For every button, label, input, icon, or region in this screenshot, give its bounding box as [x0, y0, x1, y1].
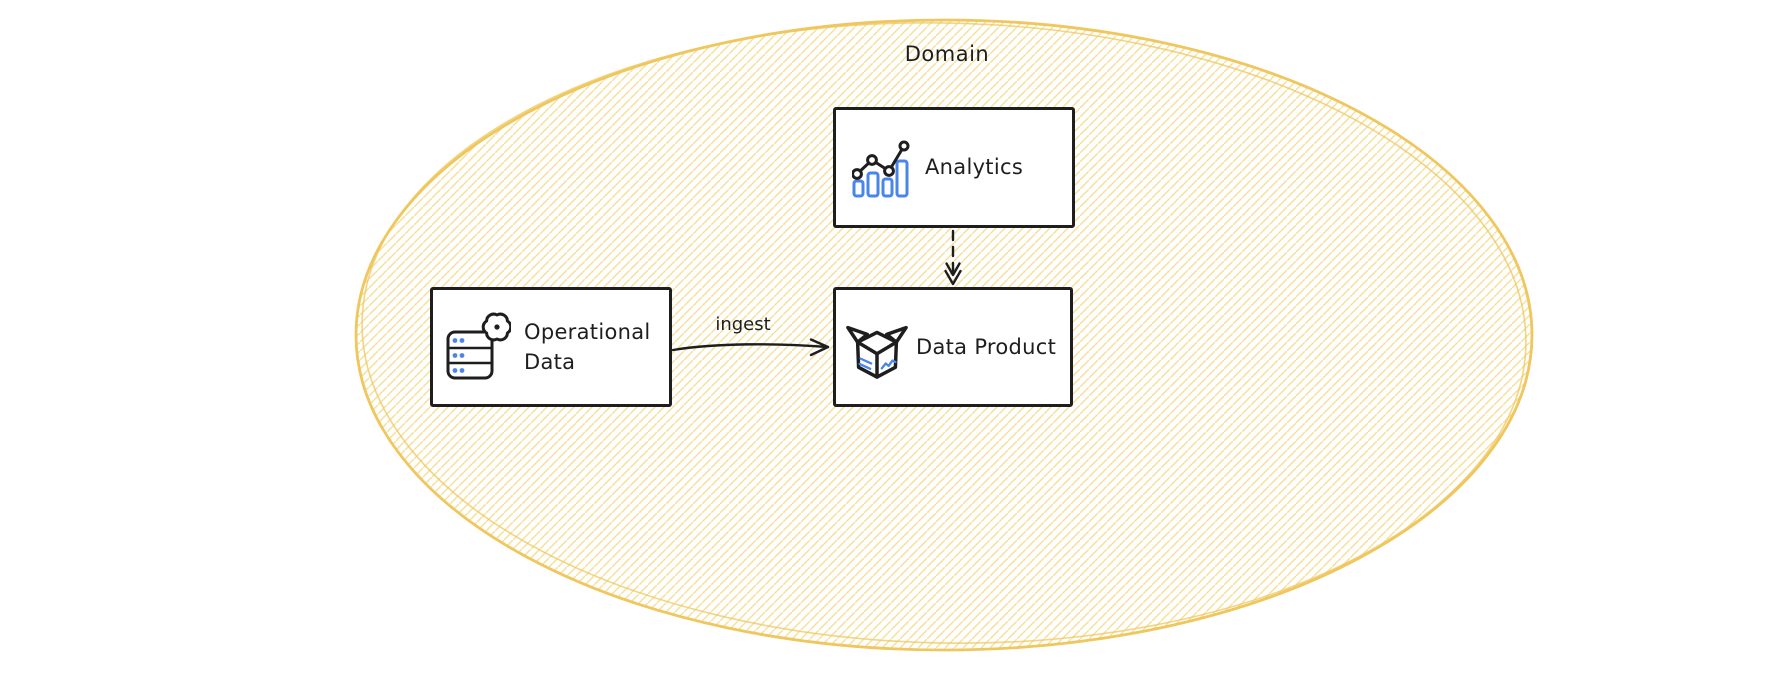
ingest-arrow[interactable]: [671, 338, 830, 357]
ingest-edge-label: ingest: [715, 314, 771, 335]
domain-label: Domain: [904, 42, 990, 66]
analytics-to-data-product-arrow[interactable]: [944, 229, 962, 286]
domain-boundary-ellipse-sketch-stroke: [361, 22, 1527, 644]
node-data-product-label: Data Product: [916, 334, 1057, 359]
arrowhead-right-icon: [809, 338, 830, 357]
database-gear-icon: [446, 312, 511, 380]
node-data-product[interactable]: Data Product: [833, 287, 1073, 407]
node-operational-data[interactable]: Operational Data: [430, 287, 672, 407]
node-analytics-label: Analytics: [925, 155, 1024, 180]
arrowhead-down-icon: [944, 269, 962, 286]
bar-line-chart-icon: [852, 140, 910, 198]
node-operational-data-label: Operational Data: [524, 319, 651, 374]
node-analytics[interactable]: Analytics: [833, 107, 1075, 228]
open-box-icon: [846, 325, 908, 379]
arrowhead-down-sketch-icon: [945, 262, 961, 277]
